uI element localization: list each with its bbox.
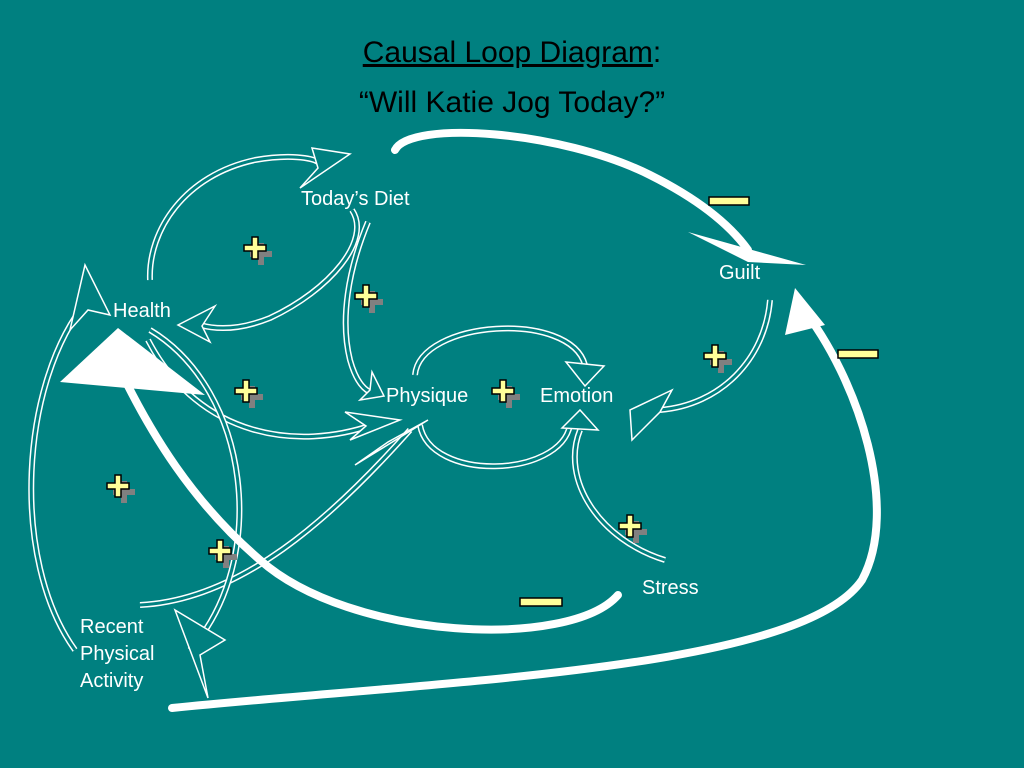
node-label-line: Recent (80, 616, 144, 638)
diagram-subtitle: “Will Katie Jog Today?” (358, 86, 666, 119)
link-activity-to-physique (139, 419, 429, 608)
title-main: Causal Loop Diagram (362, 36, 653, 69)
link-stress-to-emotion (560, 408, 666, 563)
link-diet-to-health (176, 208, 360, 344)
link-health-to-diet (146, 147, 352, 281)
link-activity-to-guilt (168, 288, 881, 712)
link-title-to-guilt (391, 128, 806, 265)
node-physique: Physique (386, 385, 469, 407)
node-label-line: Activity (80, 670, 144, 692)
link-stress-to-health (60, 328, 622, 634)
node-guilt: Guilt (719, 262, 761, 284)
link-physique-to-emotion (412, 325, 606, 388)
node-todays-diet: Today’s Diet (301, 188, 410, 210)
node-stress: Stress (642, 577, 699, 599)
diagram-title: Causal Loop Diagram: (0, 36, 1024, 70)
plus-sign-icon (491, 379, 521, 409)
link-health-activity-loop (28, 262, 243, 699)
plus-sign-icon (234, 379, 264, 409)
minus-sign-icon (708, 196, 750, 206)
node-emotion: Emotion (540, 385, 614, 407)
link-guilt-to-emotion (629, 299, 773, 442)
plus-sign-icon (354, 284, 384, 314)
plus-sign-icon (703, 344, 733, 374)
node-health: Health (113, 300, 171, 322)
plus-sign-icon (106, 474, 136, 504)
node-label-line: Physical (80, 643, 155, 665)
title-colon: : (652, 36, 662, 69)
plus-sign-icon (243, 236, 273, 266)
node-recent-physical-activity: Recent Physical Activity (80, 614, 154, 695)
minus-sign-icon (519, 597, 563, 607)
minus-sign-icon (837, 349, 879, 359)
link-emotion-to-physique (417, 424, 573, 470)
link-diet-to-physique (342, 220, 386, 402)
